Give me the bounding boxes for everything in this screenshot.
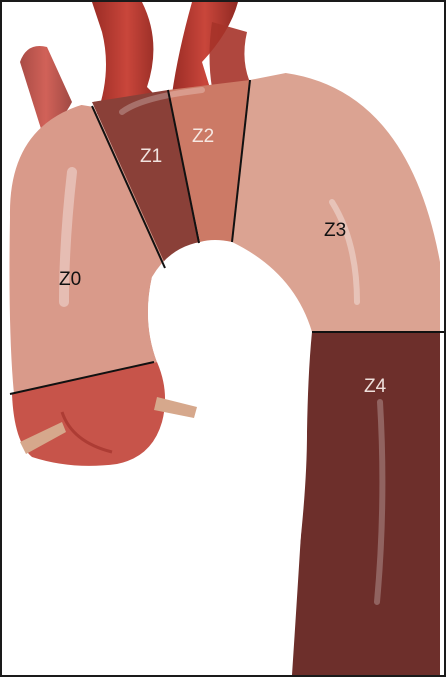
zone-label-z0: Z0 (59, 269, 81, 290)
zone-z4-region (282, 332, 444, 675)
zone-label-z1: Z1 (140, 146, 162, 167)
left-subclavian-artery (210, 22, 253, 88)
zone-label-z4: Z4 (364, 376, 387, 397)
zone-z3-region (232, 42, 444, 332)
zone-label-z3: Z3 (324, 220, 346, 241)
zone-label-z2: Z2 (192, 126, 214, 147)
